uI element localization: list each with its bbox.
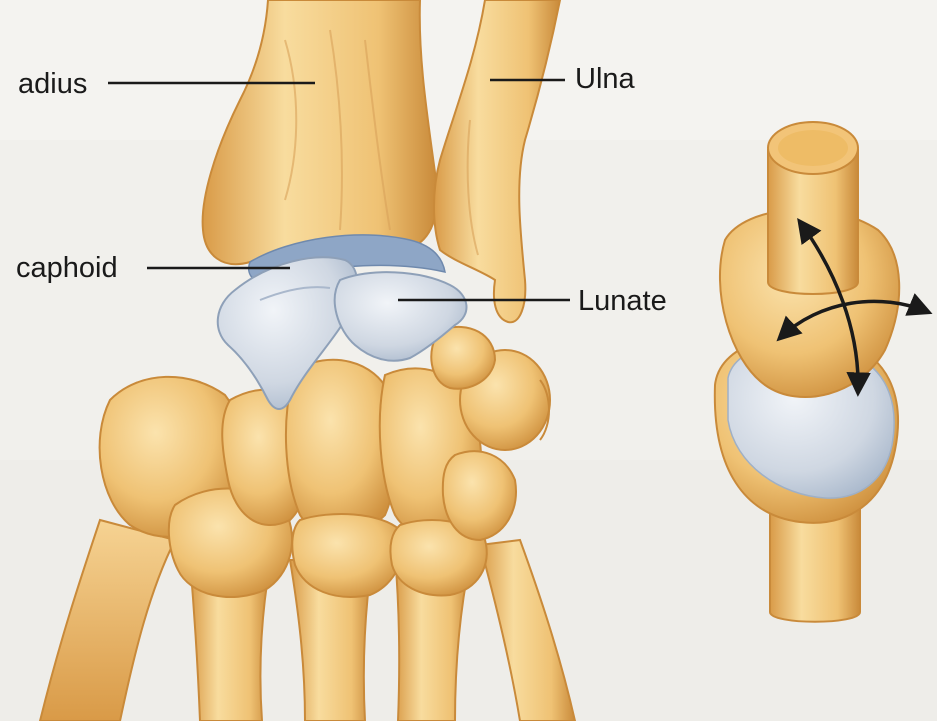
lunate-label: Lunate (578, 287, 667, 316)
radius-label: adius (18, 70, 87, 99)
ulna-label: Ulna (575, 65, 635, 94)
scaphoid-label: caphoid (16, 254, 118, 283)
